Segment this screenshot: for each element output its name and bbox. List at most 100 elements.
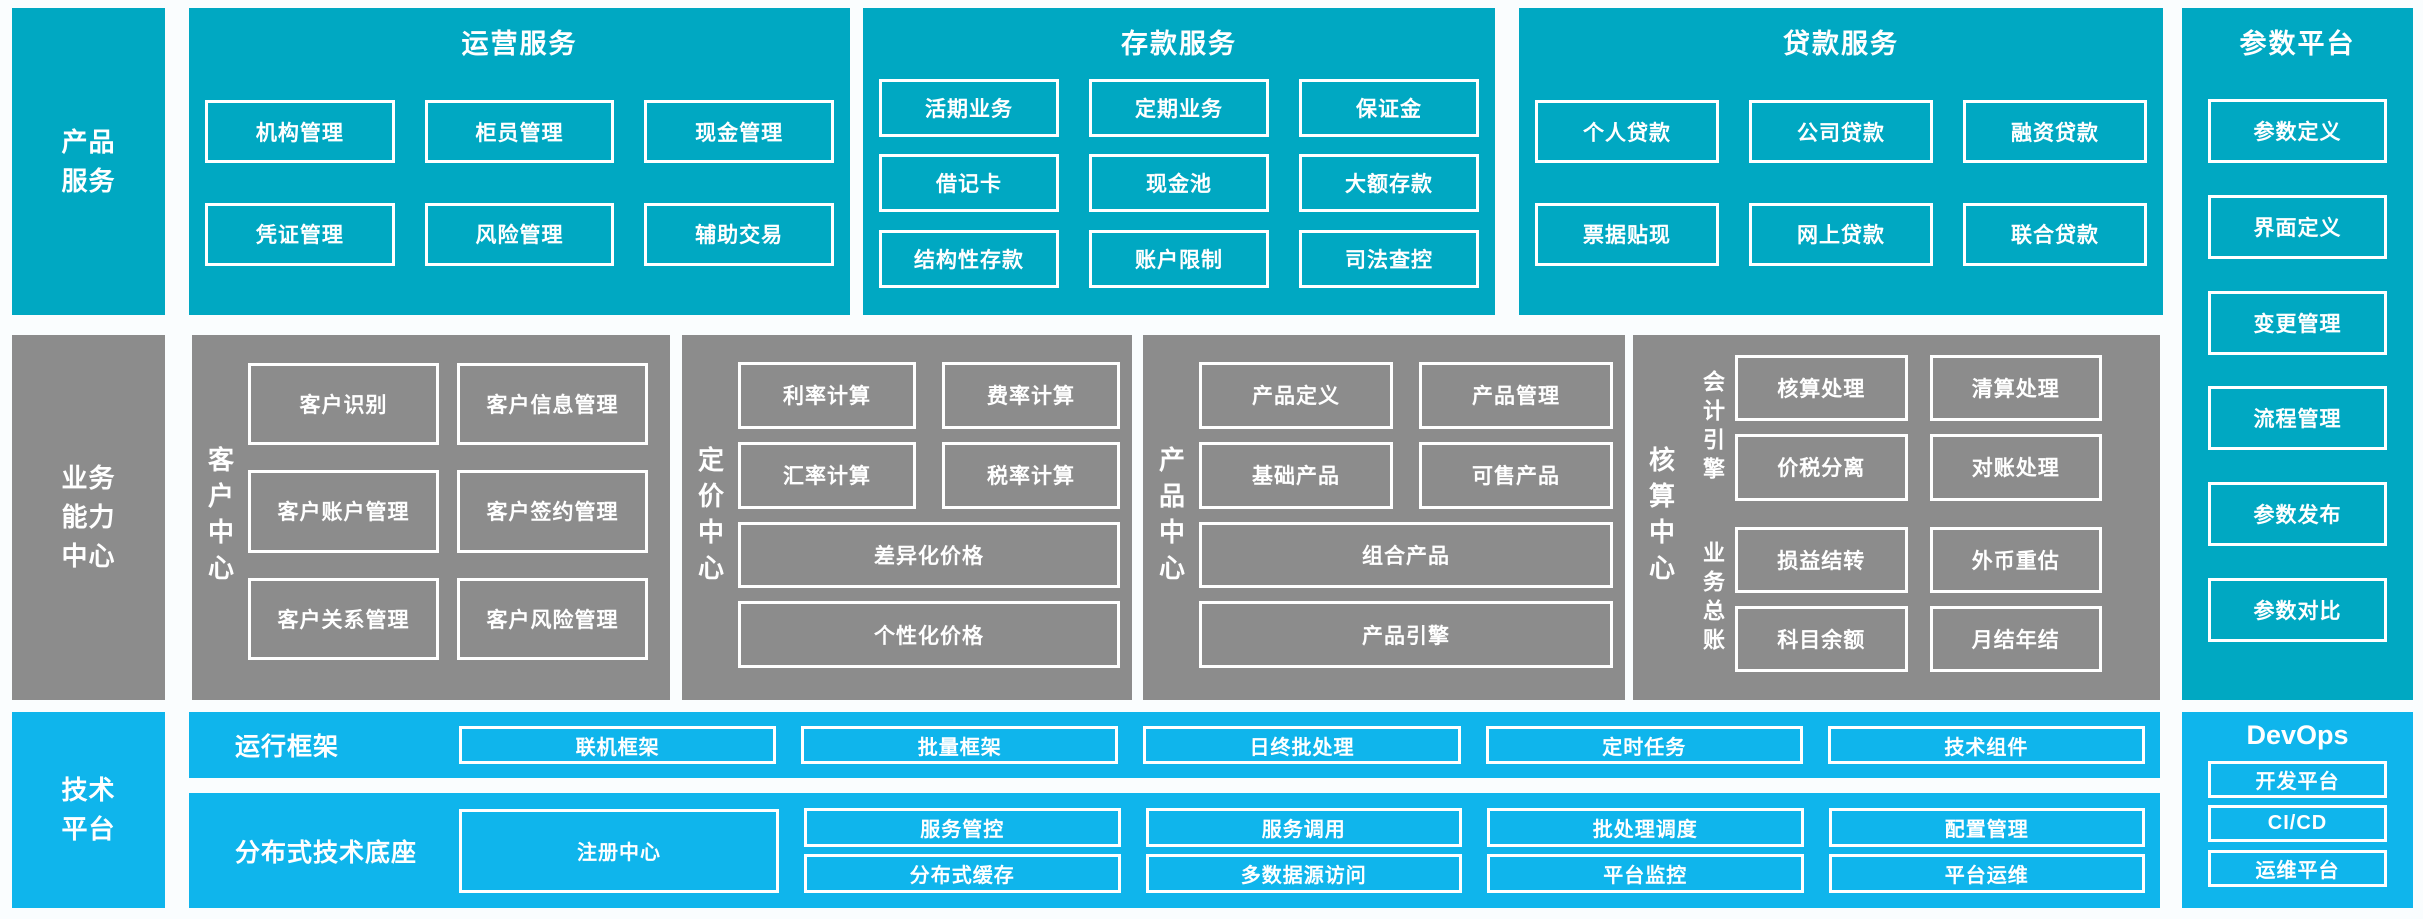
center-label-column: 客户中心: [192, 335, 248, 700]
center-label-column: 核算中心: [1633, 335, 1689, 700]
box-row: 利率计算 费率计算: [738, 362, 1120, 429]
box-row: 汇率计算 税率计算: [738, 441, 1120, 509]
capability-box: 可售产品: [1419, 441, 1613, 509]
row-body: 服务管控 服务调用 批处理调度 配置管理 分布式缓存 多数据源访问 平台监控 平…: [804, 808, 2160, 893]
capability-box: 外币重估: [1929, 526, 2102, 593]
capability-box: 价税分离: [1735, 434, 1908, 501]
box-row: 机构管理 柜员管理 现金管理: [205, 100, 835, 164]
capability-box: 损益结转: [1735, 526, 1908, 593]
capability-box: 产品引擎: [1199, 601, 1613, 668]
section-body: 个人贷款 公司贷款 融资贷款 票据贴现 网上贷款 联合贷款: [1519, 61, 2163, 315]
section-title: 贷款服务: [1783, 29, 1899, 59]
box-row: 个人贷款 公司贷款 融资贷款: [1535, 100, 2147, 164]
section-operations-services: 运营服务 机构管理 柜员管理 现金管理 凭证管理 风险管理 辅助交易: [189, 8, 850, 315]
service-box: 司法查控: [1299, 229, 1479, 288]
capability-box: 客户签约管理: [457, 470, 648, 553]
row-distributed-base: 分布式技术底座 注册中心 服务管控 服务调用 批处理调度 配置管理 分布式缓存 …: [189, 793, 2160, 908]
box-row: 科目余额 月结年结: [1735, 605, 2102, 672]
tech-box: 多数据源访问: [1145, 854, 1462, 893]
row-label: 分布式技术底座: [235, 838, 418, 867]
service-box: 账户限制: [1089, 229, 1269, 288]
service-box: 网上贷款: [1749, 202, 1933, 266]
service-box: 界面定义: [2208, 194, 2387, 259]
tech-box: 配置管理: [1828, 808, 2145, 847]
service-box: 结构性存款: [879, 229, 1059, 288]
tech-box: 平台运维: [1828, 854, 2145, 893]
capability-box: 客户信息管理: [457, 363, 648, 446]
tech-box: 服务管控: [804, 808, 1121, 847]
capability-box: 产品管理: [1419, 362, 1613, 429]
service-box: 现金池: [1089, 154, 1269, 212]
service-box: 个人贷款: [1535, 100, 1719, 164]
capability-box: 差异化价格: [738, 521, 1120, 589]
service-box: 借记卡: [879, 154, 1059, 212]
group-body: 损益结转 外币重估 科目余额 月结年结: [1735, 526, 2102, 672]
box-row: 凭证管理 风险管理 辅助交易: [205, 202, 835, 266]
section-body: 参数定义 界面定义 变更管理 流程管理 参数发布 参数对比: [2182, 61, 2413, 700]
service-box: 柜员管理: [424, 100, 615, 164]
service-box: 风险管理: [424, 202, 615, 266]
section-title: 存款服务: [1121, 29, 1237, 59]
box-row: 借记卡 现金池 大额存款: [879, 154, 1479, 212]
section-title: DevOps: [2246, 720, 2349, 750]
box-row: 活期业务 定期业务 保证金: [879, 78, 1479, 137]
box-row: 基础产品 可售产品: [1199, 441, 1613, 509]
section-loan-services: 贷款服务 个人贷款 公司贷款 融资贷款 票据贴现 网上贷款 联合贷款: [1519, 8, 2163, 315]
capability-box: 客户关系管理: [248, 577, 439, 660]
box-row: 票据贴现 网上贷款 联合贷款: [1535, 202, 2147, 266]
group-body: 核算处理 清算处理 价税分离 对账处理: [1735, 355, 2102, 501]
service-box: 变更管理: [2208, 290, 2387, 355]
center-product: 产品中心 产品定义 产品管理 基础产品 可售产品 组合产品 产品引擎: [1143, 335, 1625, 700]
capability-box: 个性化价格: [738, 601, 1120, 668]
section-devops: DevOps 开发平台 CI/CD 运维平台: [2182, 712, 2413, 908]
service-box: 参数定义: [2208, 98, 2387, 163]
tech-box: 技术组件: [1827, 726, 2146, 764]
capability-box: 基础产品: [1199, 441, 1393, 509]
capability-box: 税率计算: [942, 441, 1120, 509]
box-row: 产品引擎: [1199, 601, 1613, 668]
capability-box: 产品定义: [1199, 362, 1393, 429]
center-body: 产品定义 产品管理 基础产品 可售产品 组合产品 产品引擎: [1199, 335, 1625, 700]
service-box: 大额存款: [1299, 154, 1479, 212]
service-box: 联合贷款: [1963, 202, 2147, 266]
center-label: 产品中心: [1155, 445, 1186, 590]
center-label: 客户中心: [204, 445, 235, 590]
box-row: 结构性存款 账户限制 司法查控: [879, 229, 1479, 288]
group-label: 会计引擎: [1700, 369, 1725, 486]
service-box: 参数发布: [2208, 482, 2387, 547]
center-label: 定价中心: [694, 445, 725, 590]
center-label-column: 产品中心: [1143, 335, 1199, 700]
box-row: 组合产品: [1199, 521, 1613, 589]
box-row: 个性化价格: [738, 601, 1120, 668]
section-body: 活期业务 定期业务 保证金 借记卡 现金池 大额存款 结构性存款 账户限制 司法…: [863, 61, 1495, 315]
center-customer: 客户中心 客户识别 客户信息管理 客户账户管理 客户签约管理 客户关系管理 客户…: [192, 335, 670, 700]
rail-tech-platform: 技术 平台: [12, 712, 165, 908]
group-label: 业务总账: [1700, 541, 1725, 658]
tech-box: 运维平台: [2208, 849, 2387, 887]
service-box: 定期业务: [1089, 78, 1269, 137]
service-box: 机构管理: [205, 100, 395, 164]
capability-box: 客户账户管理: [248, 470, 439, 553]
tech-box: 联机框架: [459, 726, 777, 764]
tech-box: 分布式缓存: [804, 854, 1121, 893]
center-label-column: 定价中心: [682, 335, 738, 700]
tech-box: 开发平台: [2208, 760, 2387, 798]
capability-box: 客户识别: [248, 363, 439, 446]
service-box: 辅助交易: [644, 202, 835, 266]
registry-center-box: 注册中心: [459, 808, 779, 893]
section-body: 开发平台 CI/CD 运维平台: [2182, 751, 2413, 908]
capability-box: 费率计算: [942, 362, 1120, 429]
accounting-engine-group: 会计引擎 核算处理 清算处理 价税分离 对账处理: [1689, 355, 2102, 501]
service-box: 融资贷款: [1963, 100, 2147, 164]
box-row: 差异化价格: [738, 521, 1120, 589]
capability-box: 组合产品: [1199, 521, 1613, 589]
business-ledger-group: 业务总账 损益结转 外币重估 科目余额 月结年结: [1689, 526, 2102, 672]
capability-box: 客户风险管理: [457, 577, 648, 660]
capability-box: 核算处理: [1735, 355, 1908, 422]
section-body: 机构管理 柜员管理 现金管理 凭证管理 风险管理 辅助交易: [189, 61, 850, 315]
tech-box: 批量框架: [801, 726, 1119, 764]
capability-box: 对账处理: [1929, 434, 2102, 501]
tech-box: 平台监控: [1487, 854, 1804, 893]
capability-box: 汇率计算: [738, 441, 916, 509]
section-title: 运营服务: [461, 29, 578, 59]
